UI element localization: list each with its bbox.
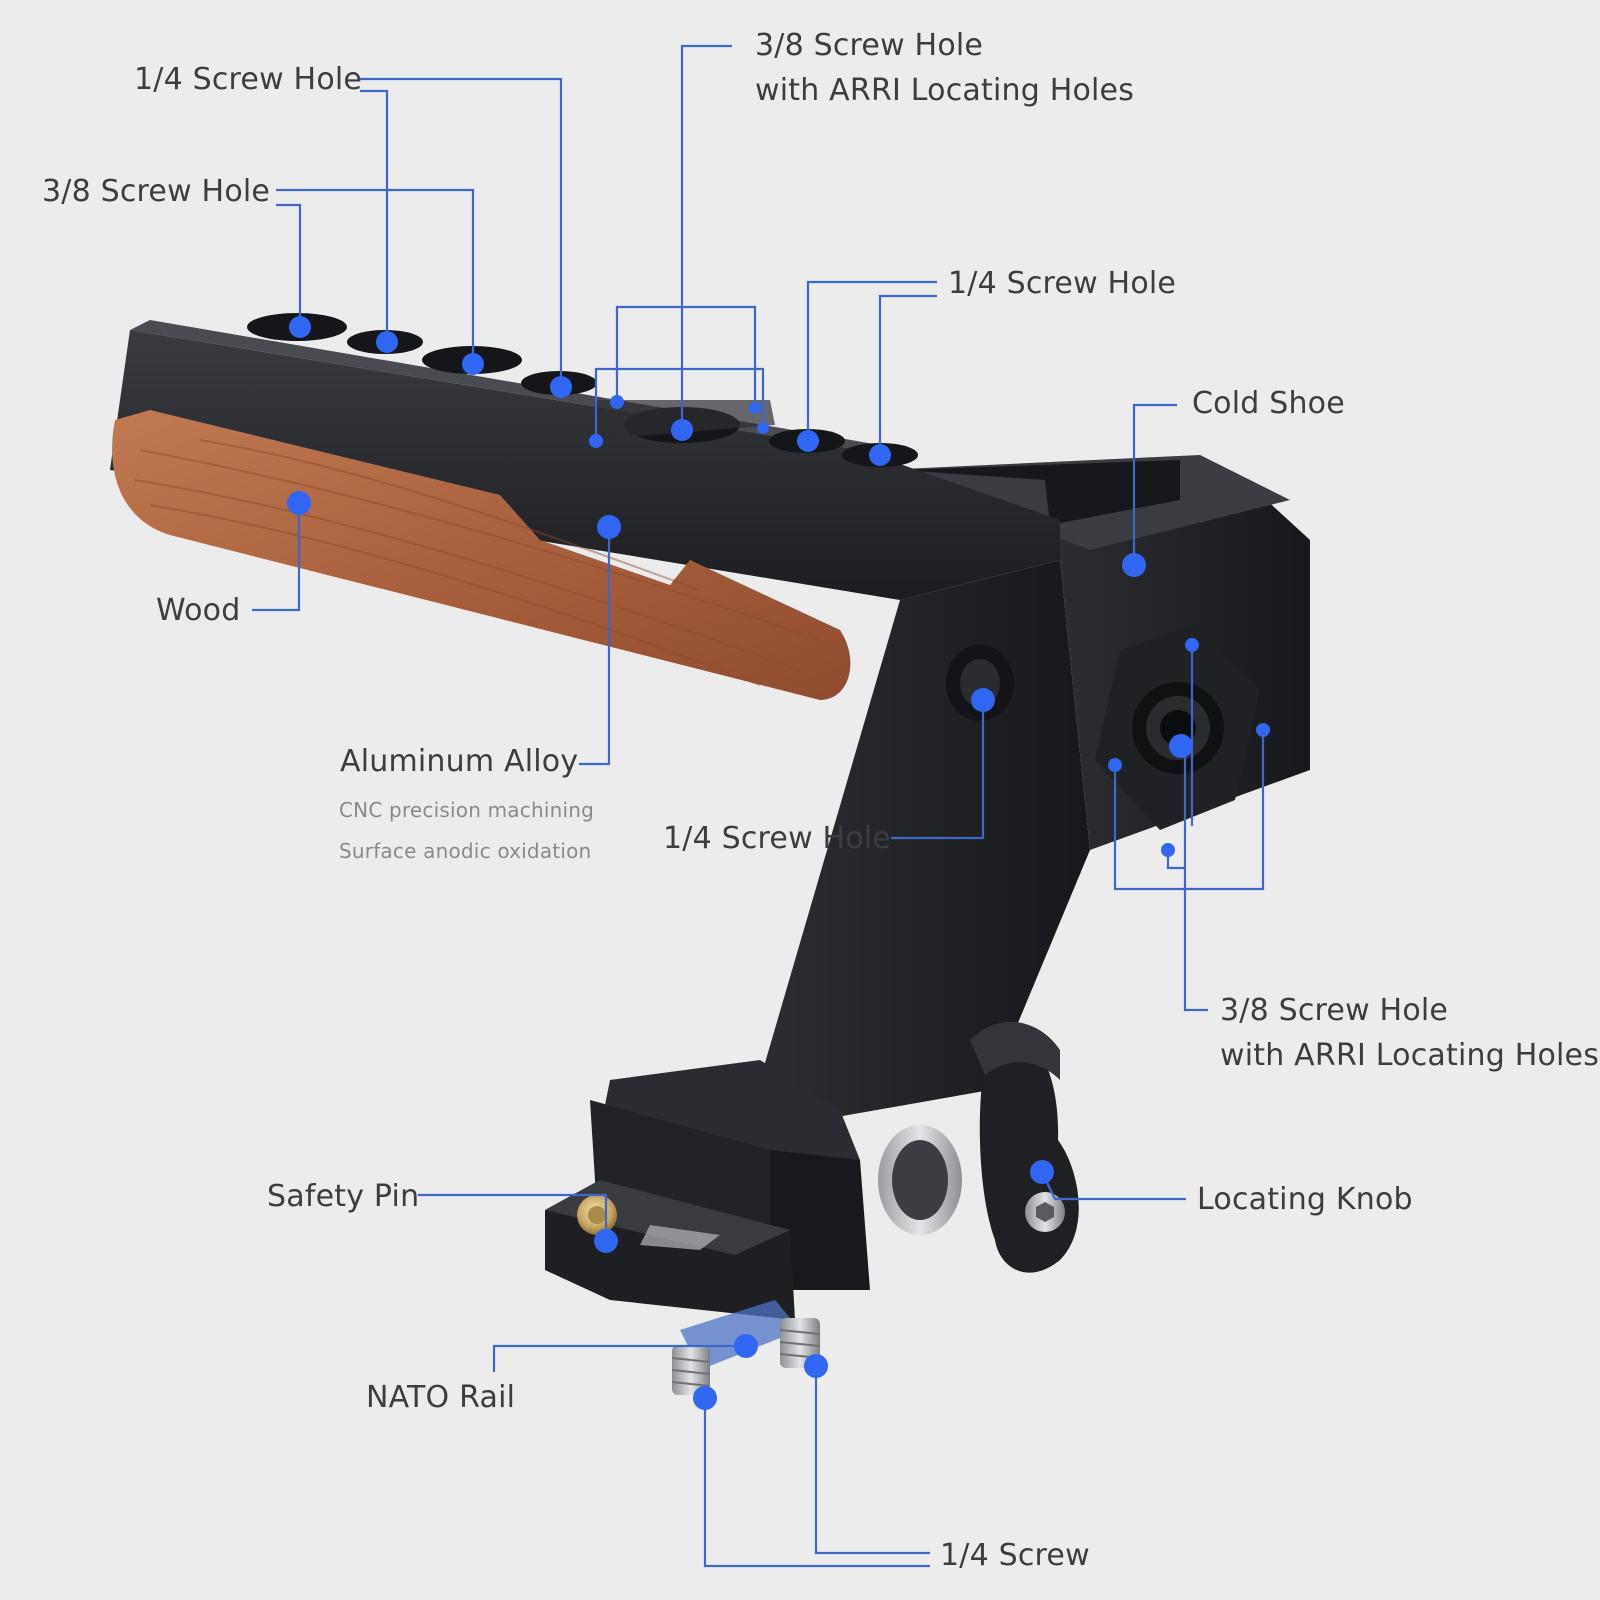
label-aluminum-alloy: Aluminum Alloy (340, 744, 579, 779)
marker-dot (804, 1354, 828, 1378)
leader-line (492, 1344, 746, 1372)
leader-line (276, 203, 302, 327)
label-3-8-screw-hole-arri-top: 3/8 Screw Hole with ARRI Locating Holes (755, 29, 1134, 108)
marker-dot (1256, 723, 1270, 737)
marker-dot (734, 1334, 758, 1358)
marker-dot (1169, 734, 1193, 758)
leader-line (1166, 852, 1185, 870)
label-cold-shoe: Cold Shoe (1192, 386, 1345, 421)
leader-line (680, 44, 732, 430)
marker-dot (757, 422, 769, 434)
label-line: 3/8 Screw Hole (755, 28, 984, 63)
marker-dot (1108, 758, 1122, 772)
label-anodic-oxidation: Surface anodic oxidation (339, 839, 592, 863)
leader-line (360, 77, 563, 387)
leader-line (1041, 1171, 1186, 1201)
label-1-4-screw-bottom: 1/4 Screw (940, 1538, 1090, 1573)
label-locating-knob: Locating Knob (1197, 1182, 1413, 1217)
marker-dot (376, 331, 398, 353)
leader-line (360, 89, 389, 340)
label-1-4-screw-hole-top-left: 1/4 Screw Hole (134, 62, 363, 97)
marker-dot (671, 419, 693, 441)
label-3-8-screw-hole-top-left: 3/8 Screw Hole (42, 174, 271, 209)
marker-dot (462, 353, 484, 375)
leader-line (814, 1366, 930, 1555)
marker-dot (287, 491, 311, 515)
leader-line (891, 700, 985, 840)
label-line: 3/8 Screw Hole (1220, 993, 1449, 1028)
leader-line (594, 367, 765, 437)
leader-line (878, 294, 937, 455)
leader-line (1113, 730, 1265, 891)
leader-line (418, 1193, 608, 1241)
label-safety-pin: Safety Pin (267, 1179, 420, 1214)
marker-dot (1030, 1160, 1054, 1184)
label-cnc-machining: CNC precision machining (339, 798, 595, 822)
leader-line (276, 188, 475, 364)
marker-dot (589, 434, 603, 448)
marker-dot (594, 1229, 618, 1253)
marker-dot (1161, 843, 1175, 857)
marker-dot (749, 402, 761, 414)
leader-line (703, 1398, 930, 1568)
marker-dot (550, 376, 572, 398)
leader-line (615, 305, 757, 408)
label-3-8-screw-hole-arri-side: 3/8 Screw Hole with ARRI Locating Holes (1220, 994, 1599, 1073)
leader-line (252, 503, 301, 612)
marker-dot (1185, 638, 1199, 652)
label-wood: Wood (156, 593, 241, 628)
marker-dot (610, 395, 624, 409)
marker-dot (797, 430, 819, 452)
leader-line (1132, 403, 1177, 565)
label-line: with ARRI Locating Holes (755, 73, 1135, 108)
marker-dot (869, 444, 891, 466)
marker-dot (693, 1386, 717, 1410)
label-1-4-screw-hole-side: 1/4 Screw Hole (663, 821, 892, 856)
leader-line (806, 280, 937, 441)
marker-dot (971, 688, 995, 712)
marker-dot (597, 515, 621, 539)
marker-dot (289, 316, 311, 338)
label-nato-rail: NATO Rail (366, 1380, 516, 1415)
marker-dot (1122, 553, 1146, 577)
label-line: with ARRI Locating Holes (1220, 1038, 1600, 1073)
leader-line (1183, 738, 1208, 1012)
label-1-4-screw-hole-top-right: 1/4 Screw Hole (948, 266, 1177, 301)
leader-line (579, 527, 611, 766)
